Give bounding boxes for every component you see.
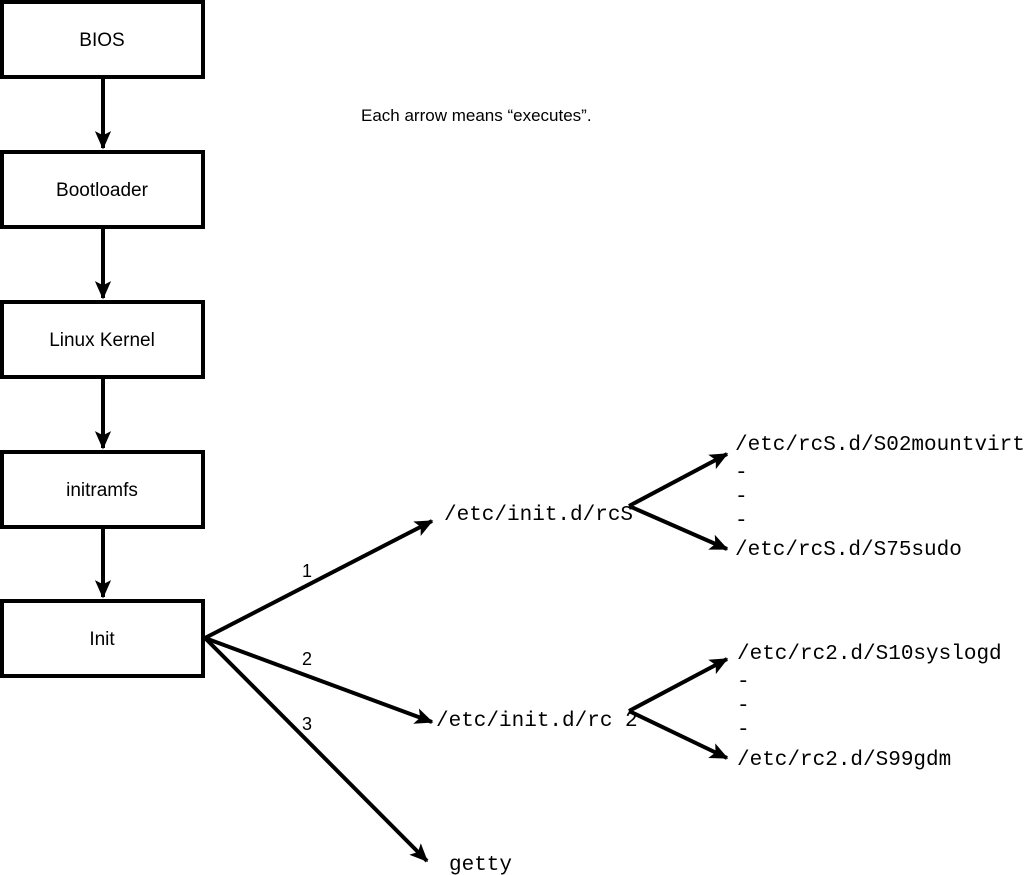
node-initramfs[interactable]: initramfs [0, 450, 205, 529]
rc2-ellipsis-dash-3: - [737, 719, 750, 742]
node-init-rect [0, 599, 205, 678]
arrow-init-to-rcs [204, 519, 434, 640]
arrow-rc2-to-first-script [628, 657, 729, 713]
rcs-branch-group: /etc/rcS.d/S02mountvirtfs - - - /etc/rcS… [628, 434, 1024, 562]
label-getty[interactable]: getty [449, 854, 512, 875]
node-initramfs-rect [0, 450, 205, 529]
node-linux-kernel-label: Linux Kernel [49, 330, 155, 351]
caption-each-arrow-means-executes: Each arrow means “executes”. [361, 106, 592, 125]
node-linux-kernel[interactable]: Linux Kernel [0, 300, 205, 379]
rc2-ellipsis-dash-1: - [737, 671, 750, 694]
node-init[interactable]: Init [0, 599, 205, 678]
node-bios-rect [0, 0, 205, 79]
label-rc2-script-first[interactable]: /etc/rc2.d/S10syslogd [737, 643, 1002, 666]
node-bootloader[interactable]: Bootloader [0, 150, 205, 229]
boot-chain-group: BIOS Bootloader Linux Kernel initramfs I… [0, 0, 205, 678]
arrow-rcs-to-last-script [628, 504, 729, 551]
init-branch-arrows [203, 519, 434, 863]
label-rc2-script-last[interactable]: /etc/rc2.d/S99gdm [737, 749, 951, 772]
node-bios-label: BIOS [79, 30, 124, 51]
arrow-number-2: 2 [302, 649, 312, 669]
init-branch-numbers: 1 2 3 [302, 561, 312, 734]
arrow-number-1: 1 [302, 561, 312, 581]
arrow-init-to-rc2 [204, 636, 434, 724]
arrow-rcs-to-first-script [628, 452, 729, 508]
rcs-ellipsis-dash-1: - [735, 462, 748, 485]
node-bootloader-label: Bootloader [56, 180, 149, 201]
rcs-ellipsis-dash-2: - [735, 486, 748, 509]
node-linux-kernel-rect [0, 300, 205, 379]
arrow-init-to-getty [203, 636, 429, 863]
arrow-rc2-to-last-script [628, 709, 729, 760]
rc2-ellipsis-dash-2: - [737, 695, 750, 718]
node-init-label: Init [89, 629, 115, 650]
label-rcs-script-first[interactable]: /etc/rcS.d/S02mountvirtfs [735, 434, 1024, 457]
init-branch-labels: /etc/init.d/rcS /etc/init.d/rc 2 getty [436, 504, 638, 875]
arrow-number-3: 3 [302, 714, 312, 734]
label-etc-initd-rcs[interactable]: /etc/init.d/rcS [444, 504, 633, 527]
rcs-ellipsis-dash-3: - [735, 510, 748, 533]
label-rcs-script-last[interactable]: /etc/rcS.d/S75sudo [735, 539, 962, 562]
node-bios[interactable]: BIOS [0, 0, 205, 79]
node-initramfs-label: initramfs [66, 480, 138, 501]
label-etc-initd-rc2[interactable]: /etc/init.d/rc 2 [436, 710, 638, 733]
rc2-branch-group: /etc/rc2.d/S10syslogd - - - /etc/rc2.d/S… [628, 643, 1002, 772]
